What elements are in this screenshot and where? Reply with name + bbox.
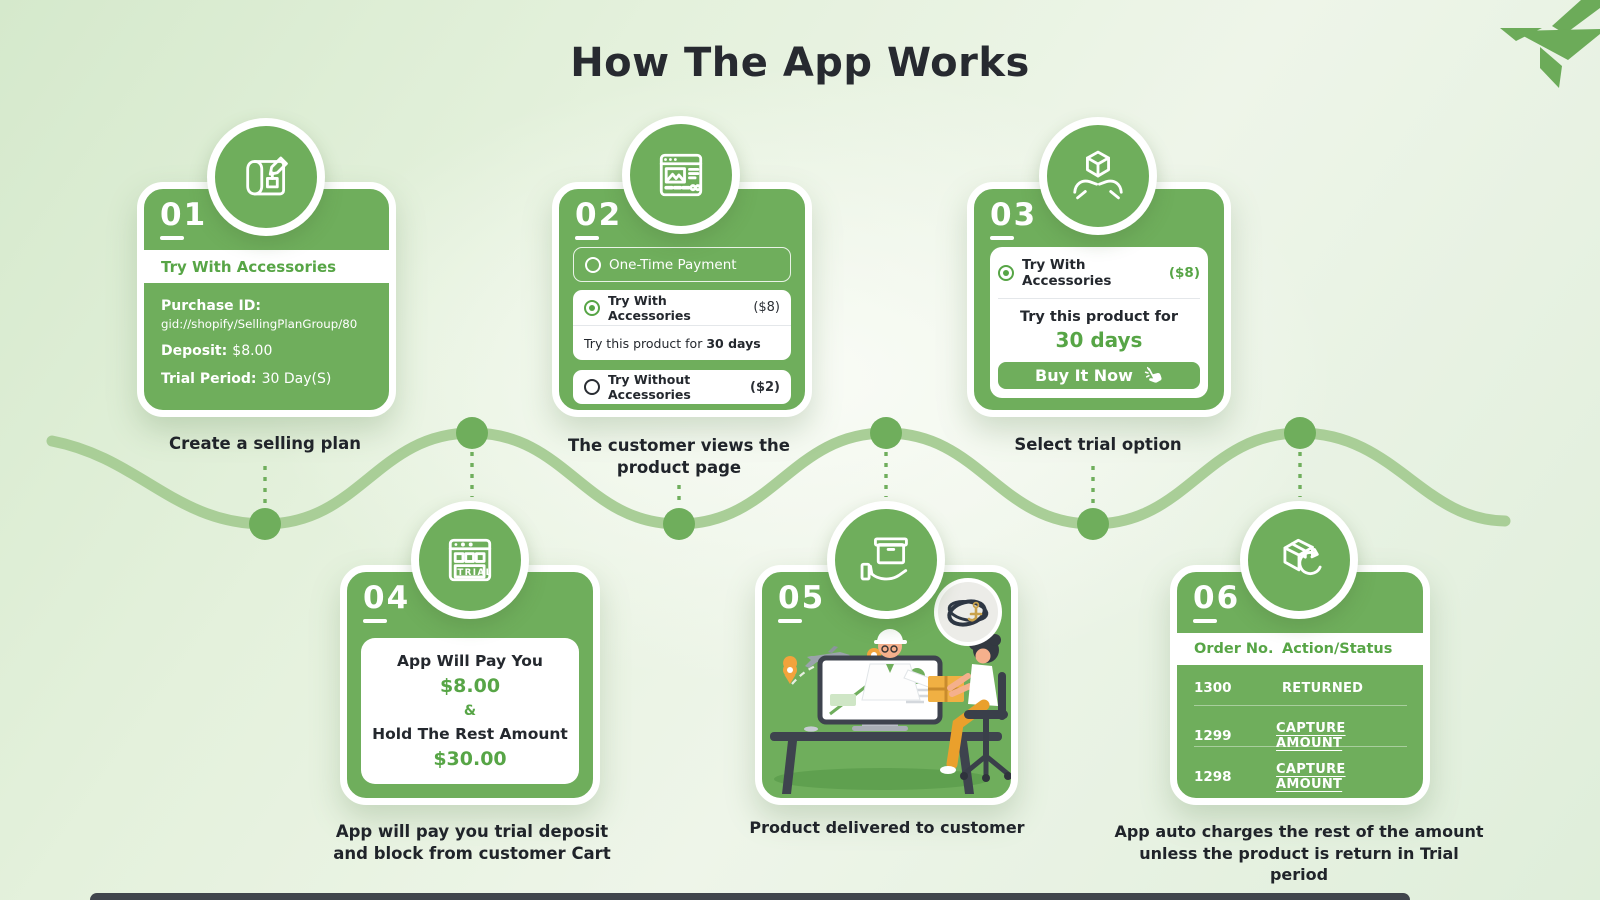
radio-unselected-icon[interactable] — [585, 256, 601, 273]
step-icon-circle-02 — [622, 116, 740, 234]
row-divider — [1194, 746, 1407, 747]
step-number: 06 — [1193, 580, 1240, 623]
page-title: How The App Works — [570, 40, 1030, 86]
step-icon-circle-03 — [1039, 117, 1157, 235]
arrow-bird-logo — [1500, 0, 1600, 88]
hand-delivery-box-icon — [860, 537, 908, 581]
radio-selected-icon[interactable] — [584, 299, 600, 316]
payout-amount: $8.00 — [439, 675, 501, 698]
step-caption-01: Create a selling plan — [169, 434, 361, 453]
selling-plan-heading: Try With Accessories — [144, 250, 389, 283]
status-returned: RETURNED — [1282, 680, 1364, 696]
hands-holding-box-icon — [1073, 150, 1123, 200]
step-number: 01 — [160, 197, 207, 240]
step-icon-circle-01 — [207, 118, 325, 236]
trial-duration-note: Try this product for 30 days — [573, 325, 791, 360]
step-caption-05: Product delivered to customer — [749, 818, 1025, 837]
orders-table-header: Order No. Action/Status — [1177, 633, 1423, 665]
delivery-illustration — [770, 578, 1011, 794]
deposit-value: $8.00 — [232, 343, 273, 359]
click-hand-icon — [1144, 366, 1162, 383]
step-caption-06: App auto charges the rest of the amount … — [1114, 822, 1484, 884]
capture-amount-link[interactable]: CAPTURE AMOUNT — [1276, 762, 1346, 792]
selling-plan-details: Purchase ID: gid://shopify/SellingPlanGr… — [161, 295, 383, 387]
customer-woman — [940, 634, 1011, 782]
product-photo-badge — [934, 578, 1002, 646]
option-one-time-payment[interactable]: One-Time Payment — [573, 247, 791, 282]
table-row: 1298 CAPTURE AMOUNT — [1194, 762, 1407, 792]
step-caption-03: Select trial option — [1014, 435, 1182, 454]
step-icon-circle-05 — [827, 501, 945, 619]
product-page-icon — [659, 153, 703, 197]
trial-days: 30 days — [1055, 327, 1143, 352]
payout-panel: App Will Pay You $8.00 & Hold The Rest A… — [361, 638, 579, 784]
buy-it-now-button[interactable]: Buy It Now — [998, 361, 1200, 389]
trial-text: Try this product for — [1019, 308, 1179, 325]
order-no-header: Order No. — [1194, 641, 1274, 657]
trial-period-label: Trial Period: — [161, 371, 257, 387]
step-card-04: 04 App Will Pay You $8.00 & Hold The Res… — [340, 565, 600, 805]
selling-plan-blueprint-icon — [246, 156, 288, 196]
radio-unselected-icon[interactable] — [584, 379, 600, 395]
option-try-without-accessories[interactable]: Try Without Accessories ($2) — [573, 370, 791, 404]
option-label: Try Without Accessories — [608, 372, 691, 402]
radio-selected-icon[interactable] — [998, 265, 1014, 281]
action-status-header: Action/Status — [1282, 641, 1393, 657]
next-section-edge — [90, 893, 1410, 900]
capture-amount-link[interactable]: CAPTURE AMOUNT — [1276, 721, 1346, 751]
step-number: 03 — [990, 197, 1037, 240]
return-box-icon — [1283, 538, 1322, 575]
option-price: ($2) — [750, 379, 780, 395]
option-label: One-Time Payment — [609, 256, 737, 273]
step-number: 05 — [778, 580, 825, 623]
option-label: Try With Accessories — [608, 292, 691, 323]
table-row: 1300 RETURNED — [1194, 680, 1364, 696]
option-price: ($8) — [753, 300, 780, 315]
payout-line: App Will Pay You — [397, 651, 543, 670]
option-try-with-accessories[interactable]: Try With Accessories ($8) Try this produ… — [573, 290, 791, 360]
divider — [998, 298, 1200, 299]
purchase-id-label: Purchase ID: — [161, 298, 261, 314]
purchase-id-value: gid://shopify/SellingPlanGroup/80 — [161, 317, 358, 331]
selected-trial-option[interactable]: Try With Accessories ($8) — [998, 257, 1200, 289]
trial-browser-icon: TRIAL — [448, 538, 492, 582]
step-card-03: 03 Try With Accessories ($8) Try this pr… — [967, 182, 1231, 417]
table-row: 1299 CAPTURE AMOUNT — [1194, 721, 1407, 751]
ampersand: & — [463, 702, 477, 719]
step-icon-circle-06 — [1240, 501, 1358, 619]
hold-line: Hold The Rest Amount — [372, 724, 568, 743]
step-number: 04 — [363, 580, 410, 623]
step-caption-04: App will pay you trial deposit and block… — [333, 822, 611, 863]
deposit-label: Deposit: — [161, 343, 228, 359]
step-number: 02 — [575, 197, 622, 240]
trial-period-value: 30 Day(S) — [261, 371, 332, 387]
trial-option-panel: Try With Accessories ($8) Try this produ… — [990, 247, 1208, 398]
step-caption-02: The customer views the product page — [567, 436, 790, 477]
delivery-man — [861, 629, 951, 701]
row-divider — [1194, 705, 1407, 706]
hold-amount: $30.00 — [433, 748, 507, 771]
trial-icon-text: TRIAL — [457, 568, 492, 578]
step-icon-circle-04: TRIAL — [411, 501, 529, 619]
